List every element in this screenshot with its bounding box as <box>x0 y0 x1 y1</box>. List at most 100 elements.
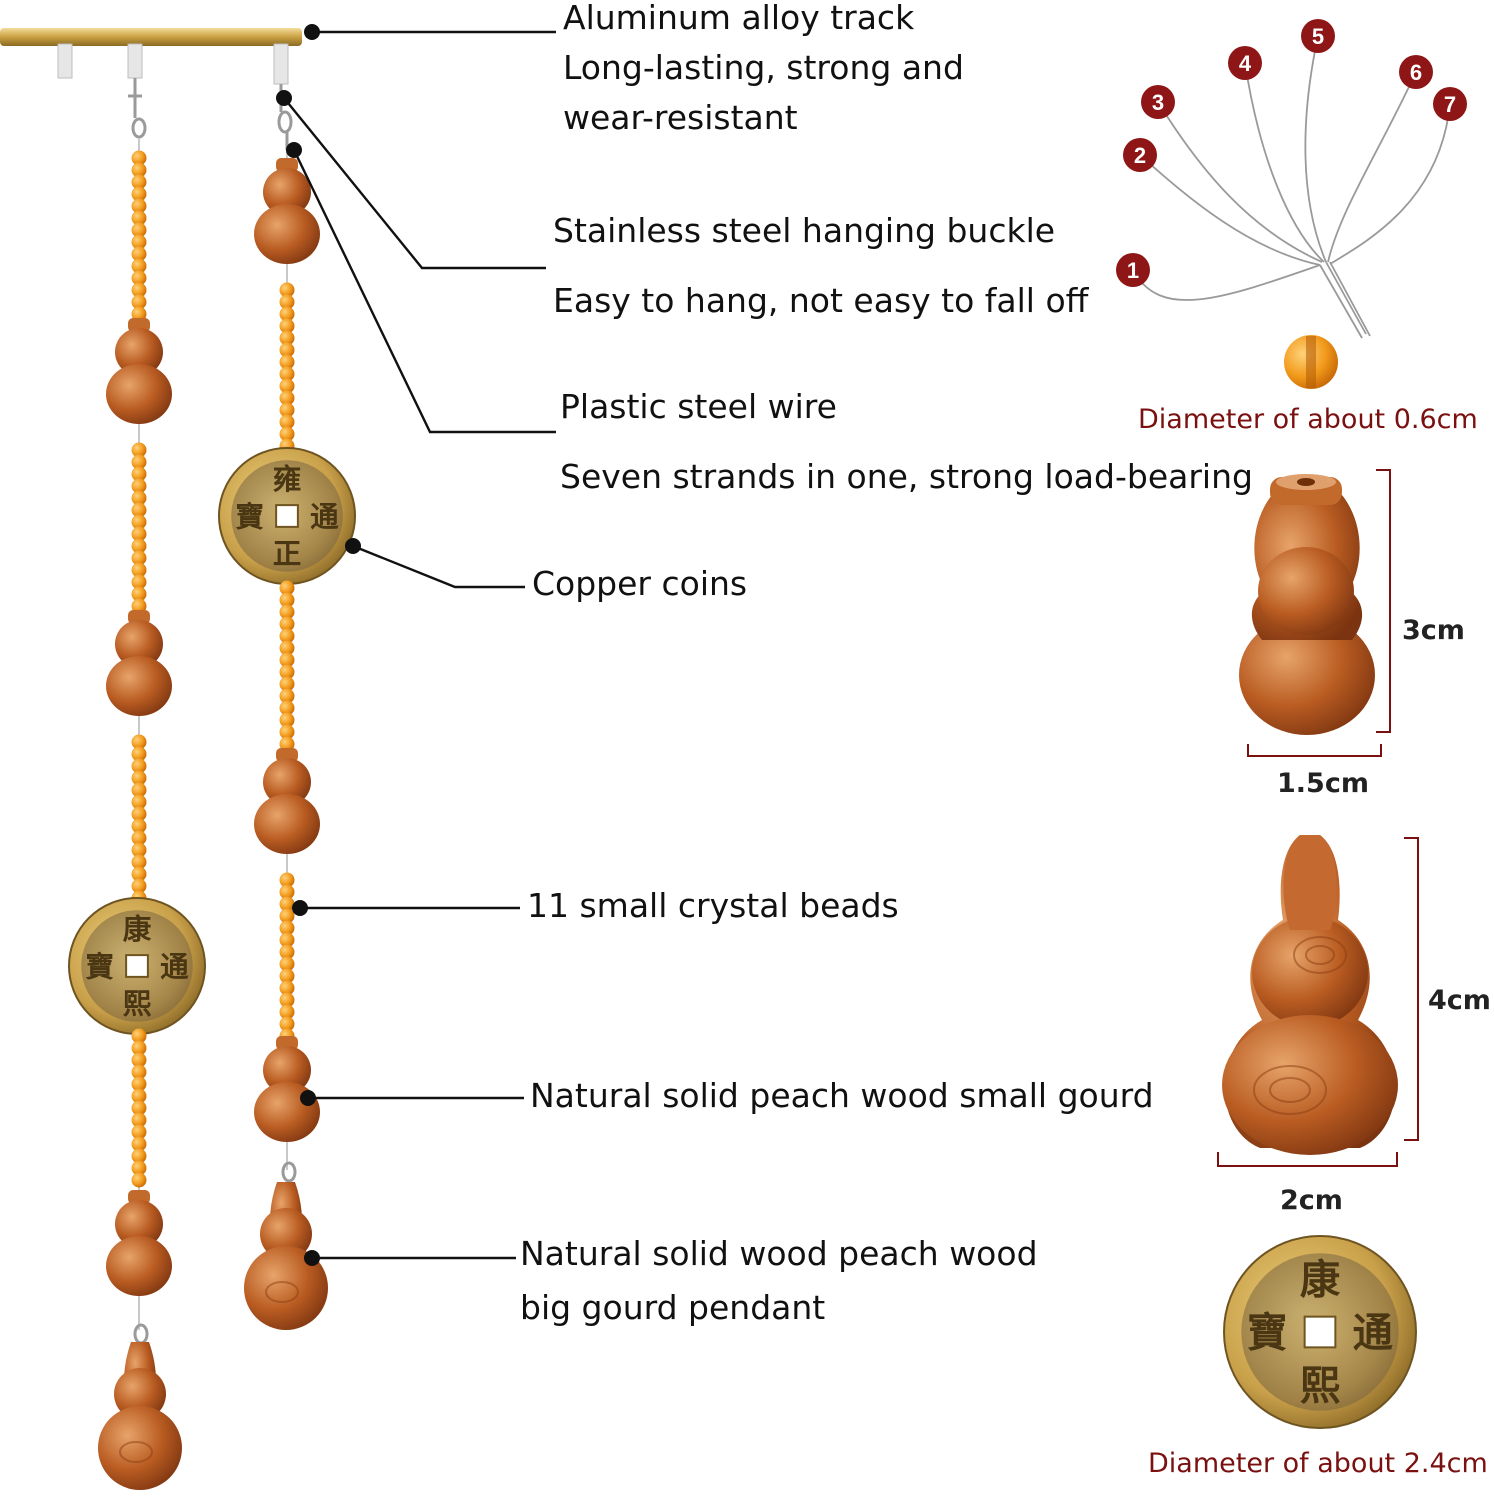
track-title: Aluminum alloy track <box>563 0 915 37</box>
small-gourd <box>106 318 172 424</box>
coin-character: 寶 <box>1247 1309 1287 1357</box>
crystal-bead <box>131 794 147 810</box>
crystal-bead <box>131 454 147 470</box>
crystal-bead <box>279 318 295 334</box>
coins-leader-line <box>352 544 525 589</box>
crystal-bead <box>279 956 295 972</box>
coin-character: 雍 <box>273 462 302 496</box>
crystal-bead <box>131 550 147 566</box>
coin-character: 寶 <box>85 949 114 983</box>
wire-description: Seven strands in one, strong load-bearin… <box>560 457 1253 496</box>
strand-number-text: 5 <box>1312 24 1324 49</box>
crystal-bead <box>131 746 147 762</box>
crystal-bead <box>279 330 295 346</box>
crystal-bead <box>131 258 147 274</box>
crystal-bead <box>131 598 147 614</box>
hanging-buckles <box>128 78 293 150</box>
crystal-bead <box>131 282 147 298</box>
small-gourd <box>254 158 320 264</box>
coin-character: 寶 <box>235 499 264 533</box>
crystal-bead <box>279 664 295 680</box>
strand-number-2: 2 <box>1123 138 1157 172</box>
crystal-bead <box>279 426 295 442</box>
crystal-bead <box>279 390 295 406</box>
small-gourd <box>106 1190 172 1296</box>
buckle-leader-line <box>283 97 546 270</box>
coin-character: 熙 <box>1300 1361 1340 1409</box>
crystal-bead <box>131 234 147 250</box>
crystal-bead <box>131 186 147 202</box>
crystal-bead <box>279 604 295 620</box>
big-gourd-width-label: 2cm <box>1280 1185 1343 1216</box>
crystal-bead <box>279 580 295 596</box>
small-gourd <box>254 748 320 854</box>
crystal-bead <box>131 270 147 286</box>
crystal-bead <box>279 968 295 984</box>
crystal-bead <box>279 884 295 900</box>
crystal-bead <box>131 1124 147 1140</box>
crystal-bead <box>131 1148 147 1164</box>
coin-character: 熙 <box>123 987 152 1021</box>
crystal-bead <box>131 538 147 554</box>
crystal-bead <box>279 980 295 996</box>
crystal-bead <box>131 514 147 530</box>
crystal-bead <box>279 944 295 960</box>
aluminum-track <box>0 28 302 85</box>
strand-number-5: 5 <box>1301 19 1335 53</box>
crystal-bead <box>131 478 147 494</box>
small-gourd <box>254 1036 320 1142</box>
big-gourd-label-line1: Natural solid wood peach wood <box>520 1234 1038 1273</box>
strand-number-text: 6 <box>1410 60 1422 85</box>
crystal-bead <box>279 992 295 1008</box>
crystal-bead <box>279 628 295 644</box>
small-gourd-width-bracket <box>1247 744 1382 757</box>
crystal-bead <box>131 830 147 846</box>
crystal-bead <box>131 1052 147 1068</box>
coin-character: 通 <box>310 499 339 533</box>
crystal-bead <box>279 378 295 394</box>
crystal-bead <box>131 1076 147 1092</box>
crystal-bead <box>131 1136 147 1152</box>
crystal-bead <box>131 1172 147 1188</box>
crystal-bead <box>131 866 147 882</box>
small-gourd-label: Natural solid peach wood small gourd <box>530 1076 1154 1115</box>
crystal-bead <box>131 294 147 310</box>
crystal-bead <box>279 920 295 936</box>
coin-character: 康 <box>123 912 152 946</box>
strand-number-text: 2 <box>1134 143 1146 168</box>
strand-number-text: 1 <box>1127 258 1139 283</box>
crystal-bead <box>279 640 295 656</box>
coin-character: 正 <box>273 537 302 571</box>
crystal-bead <box>131 1040 147 1056</box>
big-gourd-pendant <box>244 1182 328 1330</box>
detail-big-gourd <box>1222 835 1398 1155</box>
crystal-bead <box>279 736 295 752</box>
small-gourd <box>106 610 172 716</box>
coin-character: 通 <box>160 949 189 983</box>
strand-number-4: 4 <box>1228 46 1262 80</box>
coin-character: 康 <box>1300 1256 1341 1304</box>
small-gourd-dot <box>300 1090 316 1106</box>
detail-small-gourd <box>1239 474 1375 735</box>
strand-number-7: 7 <box>1433 87 1467 121</box>
crystal-bead <box>279 932 295 948</box>
crystal-bead <box>131 586 147 602</box>
leader-lines <box>283 30 556 1260</box>
crystal-bead <box>279 1004 295 1020</box>
big-gourd-dot <box>304 1250 320 1266</box>
steel-wire-strands <box>1132 35 1451 339</box>
strand-number-text: 4 <box>1239 51 1252 76</box>
strand-number-text: 7 <box>1444 92 1456 117</box>
buckle-title: Stainless steel hanging buckle <box>553 211 1056 250</box>
crystal-bead <box>131 502 147 518</box>
crystal-bead <box>131 842 147 858</box>
strand-number-3: 3 <box>1141 85 1175 119</box>
small-gourd-height-label: 3cm <box>1402 615 1465 646</box>
big-gourd-pendant <box>98 1342 182 1490</box>
track-description-line1: Long-lasting, strong and <box>563 48 964 87</box>
